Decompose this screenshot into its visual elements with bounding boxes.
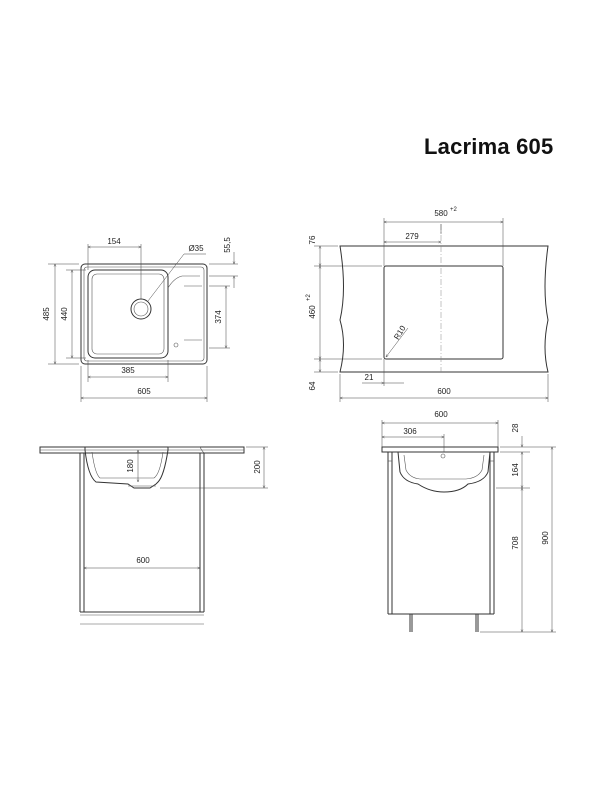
- countertop: [339, 245, 549, 373]
- front-bowl: [84, 447, 169, 489]
- cutout-opening: [383, 265, 504, 360]
- dim-21: 21: [365, 373, 374, 382]
- drawing-title: Lacrima 605: [424, 134, 554, 159]
- dim-605: 605: [137, 387, 151, 396]
- dim-d35: Ø35: [188, 244, 204, 253]
- dim-708: 708: [511, 536, 520, 550]
- dim-600-front: 600: [136, 556, 150, 565]
- dim-485: 485: [42, 307, 51, 321]
- dim-r10: R10: [392, 324, 408, 342]
- dim-164: 164: [511, 463, 520, 477]
- dim-306: 306: [403, 427, 417, 436]
- side-countertop: [381, 446, 499, 453]
- dim-279: 279: [405, 232, 419, 241]
- dim-55-5: 55,5: [223, 237, 232, 253]
- side-section-view: 600 306 28 164 708 900: [381, 410, 556, 632]
- cutout-view: 580 +2 279 76 460 +2 R10 64 21 600: [306, 207, 549, 402]
- dim-64: 64: [308, 381, 317, 390]
- sink-bowl: [87, 269, 169, 359]
- dim-76: 76: [308, 235, 317, 244]
- dim-440: 440: [60, 307, 69, 321]
- dim-460: 460: [308, 305, 317, 319]
- dim-460-tolerance: +2: [306, 293, 312, 301]
- dim-180: 180: [126, 459, 135, 473]
- dim-374: 374: [214, 310, 223, 324]
- dim-900: 900: [541, 531, 550, 545]
- dim-580: 580: [434, 209, 448, 218]
- dim-200: 200: [253, 460, 262, 474]
- side-bowl: [397, 451, 491, 493]
- dim-600-cutout: 600: [437, 387, 451, 396]
- dim-600-side: 600: [434, 410, 448, 419]
- sink-top-view: 154 Ø35 55,5 485 440 374 385 605: [42, 237, 238, 402]
- sink-outline: [80, 263, 208, 365]
- dim-385: 385: [121, 366, 135, 375]
- dim-154: 154: [107, 237, 121, 246]
- dim-580-tolerance: +2: [450, 207, 458, 213]
- dim-28: 28: [511, 423, 520, 432]
- drain-inner: [133, 301, 149, 317]
- front-section-view: 180 200 600: [39, 446, 268, 625]
